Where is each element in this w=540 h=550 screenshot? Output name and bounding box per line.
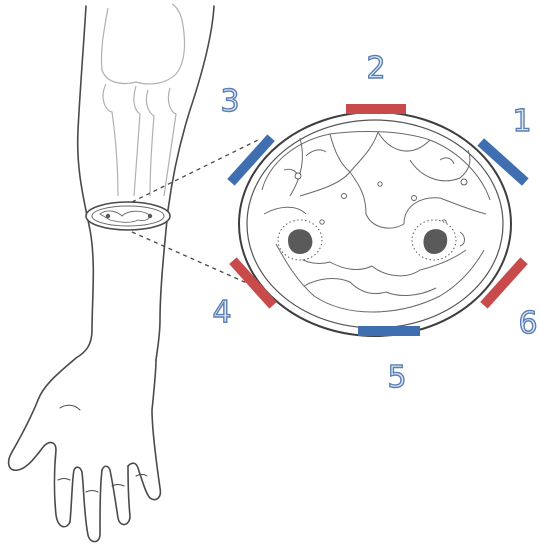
electrode-label-6: 6	[518, 306, 537, 341]
electrode-label-4: 4	[212, 295, 231, 330]
cross-section	[239, 112, 511, 336]
electrode-pad-2	[346, 104, 406, 114]
electrode-label-2: 2	[366, 51, 385, 86]
electrode-label-5: 5	[387, 360, 406, 395]
electrode-pad-5	[358, 326, 420, 336]
forearm-section-ring	[86, 202, 170, 230]
electrode-label-3: 3	[220, 84, 239, 119]
arm-outline	[9, 6, 214, 542]
electrode-label-1: 1	[512, 104, 531, 139]
forearm-bones	[101, 4, 184, 196]
